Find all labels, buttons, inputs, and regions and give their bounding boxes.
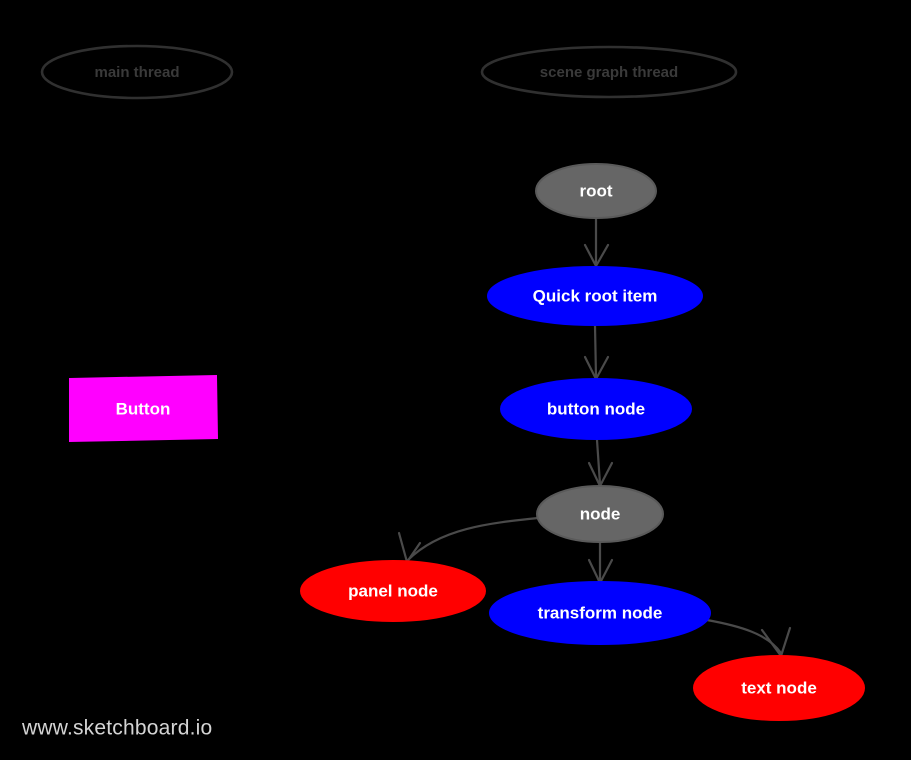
- arrowhead-root-to-quick-root-item: [583, 243, 610, 268]
- node-ellipse[interactable]: [536, 485, 664, 543]
- button-rect-fill[interactable]: [69, 374, 219, 443]
- button-node-ellipse[interactable]: [500, 378, 692, 440]
- arrowhead-transform-node-to-text-node: [760, 626, 792, 658]
- node-label: node: [580, 504, 621, 523]
- root-ellipse[interactable]: [535, 163, 657, 219]
- main-thread-ellipse[interactable]: [40, 44, 234, 100]
- scene-graph-thread-label: scene graph thread: [540, 64, 678, 81]
- panel-node-label: panel node: [348, 581, 438, 600]
- node-root[interactable]: root: [535, 163, 657, 219]
- edge-node-to-panel-node[interactable]: [406, 516, 540, 562]
- shape-button-rect[interactable]: Button: [69, 374, 219, 443]
- node-quick-root-item[interactable]: Quick root item: [487, 266, 703, 326]
- edge-transform-node-to-text-node[interactable]: [705, 618, 783, 655]
- node-text-node[interactable]: text node: [693, 655, 865, 721]
- thread-group-main-thread[interactable]: main thread: [40, 44, 234, 100]
- button-rect-label: Button: [116, 399, 171, 418]
- arrowhead-node-to-panel-node: [397, 531, 422, 564]
- main-thread-label: main thread: [94, 64, 179, 81]
- node-panel-node[interactable]: panel node: [300, 560, 486, 622]
- node-button-node[interactable]: button node: [500, 378, 692, 440]
- node-transform-node[interactable]: transform node: [489, 581, 711, 645]
- edge-button-node-to-node[interactable]: [595, 438, 602, 486]
- scene-graph-thread-ellipse[interactable]: [480, 45, 738, 99]
- watermark-label: www.sketchboard.io: [21, 717, 212, 740]
- root-label: root: [579, 181, 612, 200]
- edge-quick-root-item-to-button-node[interactable]: [593, 324, 598, 379]
- transform-node-label: transform node: [538, 603, 663, 622]
- transform-node-ellipse[interactable]: [489, 581, 711, 645]
- quick-root-item-label: Quick root item: [533, 286, 658, 305]
- node-node[interactable]: node: [536, 485, 664, 543]
- button-node-label: button node: [547, 399, 645, 418]
- text-node-ellipse[interactable]: [693, 655, 865, 721]
- quick-root-item-ellipse[interactable]: [487, 266, 703, 326]
- panel-node-ellipse[interactable]: [300, 560, 486, 622]
- text-node-label: text node: [741, 678, 817, 697]
- thread-group-scene-graph-thread[interactable]: scene graph thread: [480, 45, 738, 99]
